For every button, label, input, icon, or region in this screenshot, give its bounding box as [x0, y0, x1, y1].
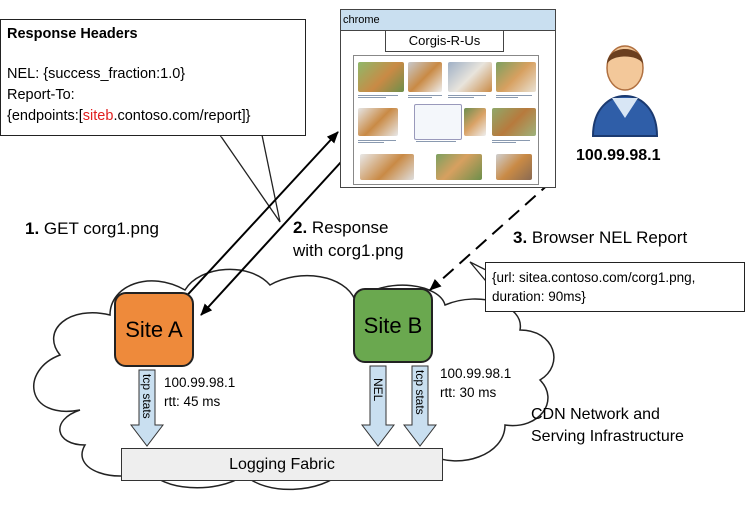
step-2-number: 2. — [293, 218, 308, 237]
browser-window: chrome Corgis-R-Us — [340, 9, 556, 188]
headers-callout-tail — [218, 134, 281, 223]
step-2-text-b: with corg1.png — [293, 241, 404, 260]
report-to-line: Report-To: — [7, 87, 75, 103]
site-b-tcp-stats-label: tcp stats — [413, 370, 427, 415]
site-b-stats-ip: 100.99.98.1 — [440, 366, 512, 381]
step-3-label: 3. Browser NEL Report — [513, 228, 687, 248]
arrow-get-request — [179, 131, 339, 304]
photo-caption — [496, 94, 536, 99]
site-a-stats-ip: 100.99.98.1 — [164, 375, 236, 390]
photo-caption — [416, 140, 456, 145]
photo-caption — [408, 94, 448, 99]
step-1-number: 1. — [25, 219, 40, 238]
arrow-nel-report — [429, 180, 553, 291]
site-a: Site A — [114, 292, 194, 367]
site-b: Site B — [353, 288, 433, 363]
corgi-gallery — [353, 55, 539, 185]
response-headers-title: Response Headers — [7, 26, 138, 42]
site-b-nel-label: NEL — [371, 378, 385, 402]
endpoints-suffix: .contoso.com/report]} — [113, 108, 251, 124]
corgi-photo — [408, 62, 442, 92]
corgi-photo — [360, 154, 414, 180]
user-icon — [591, 45, 659, 137]
photo-caption — [448, 94, 488, 99]
tcp-stats-arrow-b — [402, 365, 438, 447]
arrow-response — [200, 149, 353, 316]
corgi-photo — [358, 62, 404, 92]
corgi-photo — [436, 154, 482, 180]
photo-caption — [358, 94, 398, 99]
cdn-label-line-1: CDN Network and — [531, 406, 660, 423]
cdn-label-line-2: Serving Infrastructure — [531, 428, 684, 445]
site-a-stats-rtt: rtt: 45 ms — [164, 394, 221, 409]
step-2-text-a: Response — [311, 218, 389, 237]
corgi-photo — [358, 108, 398, 136]
corgi-photo — [448, 62, 492, 92]
step-3-number: 3. — [513, 228, 528, 247]
response-headers-box: Response Headers NEL: {success_fraction:… — [0, 19, 306, 136]
endpoints-highlight: siteb — [82, 108, 114, 124]
browser-title-bar: chrome — [341, 10, 555, 31]
page-title: Corgis-R-Us — [385, 30, 504, 52]
tcp-stats-arrow-a — [129, 369, 165, 447]
step-3-text: Browser NEL Report — [531, 228, 688, 247]
photo-caption — [358, 139, 398, 144]
corgi-photo — [496, 154, 532, 180]
site-a-tcp-stats-label: tcp stats — [140, 374, 154, 419]
nel-header-line: NEL: {success_fraction:1.0} — [7, 66, 186, 82]
user-ip: 100.99.98.1 — [576, 147, 661, 164]
nel-report-line-1: {url: sitea.contoso.com/corg1.png, — [492, 270, 696, 285]
endpoints-prefix: {endpoints:[ — [7, 108, 83, 124]
corgi-photo — [414, 104, 462, 140]
photo-caption — [492, 139, 532, 144]
nel-report-line-2: duration: 90ms} — [492, 289, 586, 304]
corgi-photo — [464, 108, 486, 136]
step-1-text: GET corg1.png — [43, 219, 159, 238]
site-b-stats-rtt: rtt: 30 ms — [440, 385, 497, 400]
logging-fabric: Logging Fabric — [121, 448, 443, 481]
nel-arrow-b — [360, 365, 396, 447]
nel-report-box: {url: sitea.contoso.com/corg1.png, durat… — [485, 262, 745, 312]
endpoints-line: {endpoints:[siteb.contoso.com/report]} — [7, 108, 250, 124]
step-1-label: 1. GET corg1.png — [25, 219, 159, 239]
step-2-label: 2. Response — [293, 218, 388, 238]
corgi-photo — [492, 108, 536, 136]
corgi-photo — [496, 62, 536, 92]
